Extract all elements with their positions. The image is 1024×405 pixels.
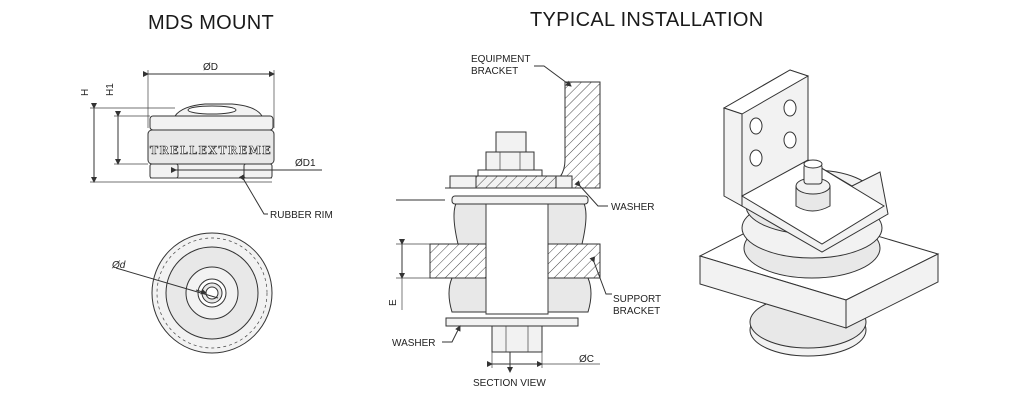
label-equipment-bracket-1: EQUIPMENT [471, 54, 530, 65]
dim-od: ØD [203, 62, 218, 73]
label-equipment-bracket-2: BRACKET [471, 66, 518, 77]
brand-logo: TRELLEXTREME [150, 144, 272, 157]
support-bracket-right [547, 243, 601, 279]
section-view: E ØC EQUIPMENT BRACKET WASHER SUPPORT BR… [388, 54, 661, 389]
equipment-bracket [544, 81, 601, 189]
title-mds-mount: MDS MOUNT [148, 12, 275, 34]
label-washer-bottom: WASHER [392, 338, 436, 349]
mount-top-view: Ød [111, 232, 273, 354]
dim-od1: ØD1 [295, 158, 316, 169]
label-rubber-rim: RUBBER RIM [270, 210, 333, 221]
mount-side-view: TRELLEXTREME ØD H H1 ØD1 RUBBER RIM [80, 62, 333, 221]
mount-upper-band [149, 115, 274, 131]
label-section-view: SECTION VIEW [473, 378, 546, 389]
dim-small-d: Ød [111, 260, 126, 271]
top-bolt-head [495, 131, 527, 153]
bottom-nut [491, 325, 543, 353]
dim-h: H [80, 89, 91, 96]
top-nut [485, 151, 535, 171]
label-washer-top: WASHER [611, 202, 655, 213]
center-bore [485, 203, 549, 315]
mount-top-nut [187, 105, 237, 115]
bottom-washer [445, 317, 579, 327]
isometric-view [698, 69, 940, 357]
title-typical-installation: TYPICAL INSTALLATION [530, 9, 764, 31]
dim-h1: H1 [105, 83, 116, 96]
mount-lower-rim [175, 163, 247, 179]
label-support-bracket-1: SUPPORT [613, 294, 661, 305]
support-bracket-left [429, 243, 487, 279]
dim-oc: ØC [579, 354, 594, 365]
dim-e: E [388, 299, 399, 306]
label-support-bracket-2: BRACKET [613, 306, 660, 317]
